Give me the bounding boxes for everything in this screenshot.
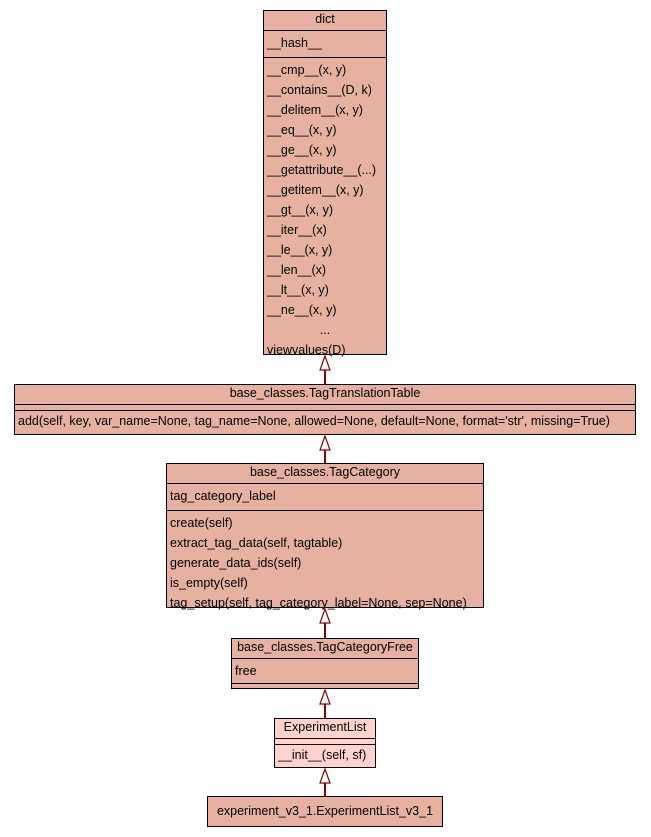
method-ellipsis: ... [319, 323, 331, 337]
class-name: base_classes.TagCategory [249, 465, 401, 479]
inheritance-arrowhead-icon [319, 354, 331, 371]
attributes-section [275, 738, 375, 744]
edge-tag-translation-table-to-dict [319, 354, 331, 384]
class-box-tag-category[interactable]: base_classes.TagCategory tag_category_la… [166, 463, 484, 610]
method: viewvalues(D) [267, 343, 346, 357]
methods-section: __cmp__(x, y) __contains__(D, k) __delit… [264, 57, 386, 362]
inheritance-arrowhead-icon [319, 767, 331, 784]
inheritance-arrowhead-icon [319, 607, 331, 624]
attributes-section: tag_category_label [167, 483, 483, 510]
attribute: tag_category_label [170, 489, 276, 503]
method: create(self) [170, 516, 233, 530]
method: __iter__(x) [267, 223, 327, 237]
inheritance-arrowhead-icon [319, 434, 331, 451]
method: tag_setup(self, tag_category_label=None,… [170, 596, 467, 610]
edge-experiment-list-v3-1-to-experiment-list [319, 767, 331, 796]
method: __ne__(x, y) [267, 303, 337, 317]
class-name: dict [315, 12, 335, 26]
method: __ge__(x, y) [267, 143, 337, 157]
class-name: base_classes.TagTranslationTable [229, 386, 421, 400]
method: __len__(x) [267, 263, 327, 277]
methods-section: add(self, key, var_name=None, tag_name=N… [15, 410, 635, 433]
method: __getattribute__(...) [267, 163, 377, 177]
class-name: ExperimentList [283, 720, 367, 734]
method: is_empty(self) [170, 576, 248, 590]
method: add(self, key, var_name=None, tag_name=N… [18, 414, 610, 428]
method: __cmp__(x, y) [267, 63, 347, 77]
method: __le__(x, y) [267, 243, 333, 257]
method: __eq__(x, y) [267, 123, 337, 137]
attributes-section [15, 404, 635, 410]
edge-experiment-list-to-tag-category-free [319, 688, 331, 718]
method: generate_data_ids(self) [170, 556, 302, 570]
method: extract_tag_data(self, tagtable) [170, 536, 343, 550]
class-box-tag-translation-table[interactable]: base_classes.TagTranslationTable add(sel… [14, 384, 636, 435]
class-box-experiment-list[interactable]: ExperimentList __init__(self, sf) [274, 718, 376, 768]
attributes-section: free [232, 658, 418, 683]
method: __delitem__(x, y) [267, 103, 363, 117]
method: __lt__(x, y) [267, 283, 329, 297]
attribute: __hash__ [267, 36, 322, 50]
method: __gt__(x, y) [267, 203, 334, 217]
class-name: base_classes.TagCategoryFree [237, 640, 413, 654]
method: __init__(self, sf) [278, 748, 367, 762]
class-box-dict[interactable]: dict __hash__ __cmp__(x, y) __contains__… [263, 10, 387, 357]
class-box-tag-category-free[interactable]: base_classes.TagCategoryFree free [231, 638, 419, 689]
attributes-section: __hash__ [264, 30, 386, 57]
attribute: free [235, 664, 257, 678]
methods-section [232, 683, 418, 689]
inheritance-arrowhead-icon [319, 688, 331, 705]
method: __getitem__(x, y) [267, 183, 364, 197]
edge-tag-category-free-to-tag-category [319, 607, 331, 638]
method: __contains__(D, k) [267, 83, 372, 97]
methods-section: __init__(self, sf) [275, 744, 375, 767]
class-name: experiment_v3_1.ExperimentList_v3_1 [216, 804, 434, 818]
methods-section: create(self) extract_tag_data(self, tagt… [167, 510, 483, 615]
edge-tag-category-to-tag-translation-table [319, 434, 331, 463]
class-box-experiment-list-v3-1[interactable]: experiment_v3_1.ExperimentList_v3_1 [207, 796, 443, 827]
